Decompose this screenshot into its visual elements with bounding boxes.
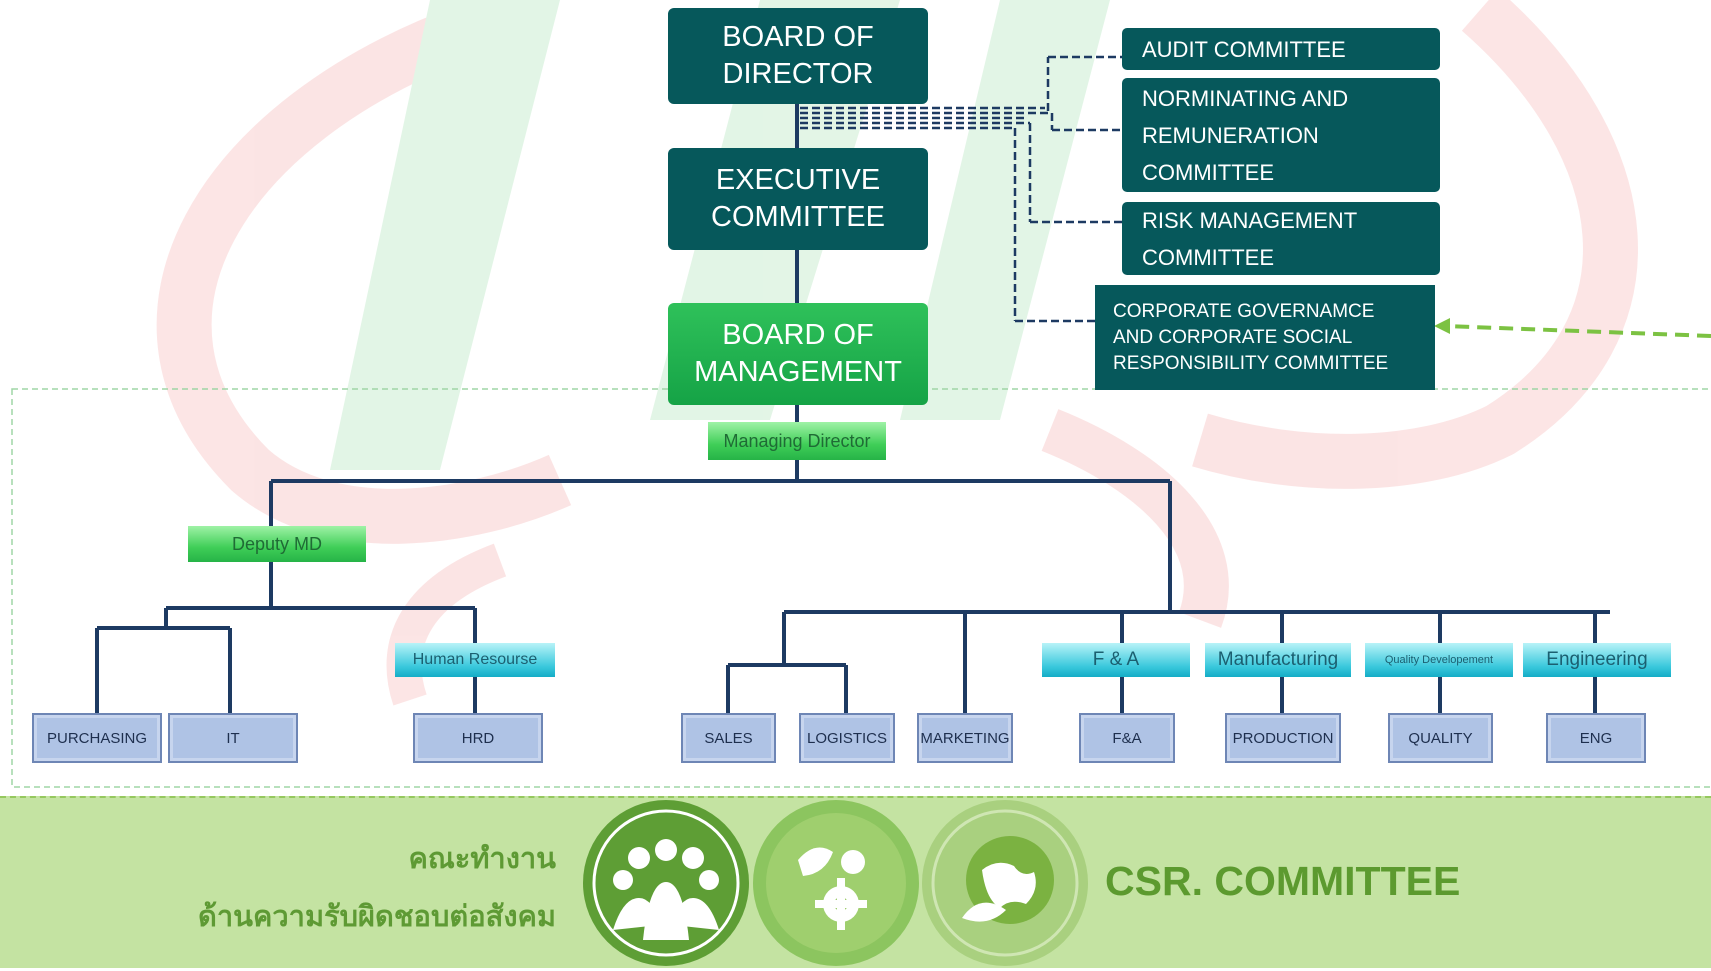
dept-eng[interactable]: ENG bbox=[1546, 713, 1646, 763]
nominating-committee-box[interactable]: NORMINATING AND REMUNERATION COMMITTEE bbox=[1122, 78, 1440, 192]
dept-marketing[interactable]: MARKETING bbox=[917, 713, 1013, 763]
csr-committee-title: CSR. COMMITTEE bbox=[1105, 858, 1461, 904]
fa-division-label[interactable]: F & A bbox=[1042, 643, 1190, 677]
manufacturing-label[interactable]: Manufacturing bbox=[1205, 643, 1351, 677]
dept-hrd[interactable]: HRD bbox=[413, 713, 543, 763]
people-icon bbox=[583, 800, 749, 966]
csr-thai-line2: ด้านความรับผิดชอบต่อสังคม bbox=[198, 899, 556, 933]
board-of-director-box[interactable]: BOARD OF DIRECTOR bbox=[668, 8, 928, 104]
board-of-management-box[interactable]: BOARD OF MANAGEMENT bbox=[668, 303, 928, 405]
engineering-label[interactable]: Engineering bbox=[1523, 643, 1671, 677]
executive-committee-box[interactable]: EXECUTIVE COMMITTEE bbox=[668, 148, 928, 250]
connector-lines bbox=[95, 104, 1610, 713]
committee-connectors bbox=[800, 55, 1122, 323]
highlight-arrow bbox=[1434, 318, 1711, 338]
human-resource-label[interactable]: Human Resourse bbox=[395, 643, 555, 677]
leaf-gear-icon bbox=[753, 800, 919, 966]
quality-development-label[interactable]: Quality Developement bbox=[1365, 643, 1513, 677]
deputy-md-label[interactable]: Deputy MD bbox=[188, 526, 366, 562]
dept-it[interactable]: IT bbox=[168, 713, 298, 763]
dept-purchasing[interactable]: PURCHASING bbox=[32, 713, 162, 763]
csr-thai-line1: คณะทำงาน bbox=[408, 841, 556, 875]
corporate-governance-committee-box[interactable]: CORPORATE GOVERNAMCE AND CORPORATE SOCIA… bbox=[1095, 285, 1435, 390]
dept-production[interactable]: PRODUCTION bbox=[1225, 713, 1341, 763]
dept-sales[interactable]: SALES bbox=[681, 713, 776, 763]
audit-committee-box[interactable]: AUDIT COMMITTEE bbox=[1122, 28, 1440, 70]
globe-leaf-icon bbox=[922, 800, 1088, 966]
risk-management-committee-box[interactable]: RISK MANAGEMENT COMMITTEE bbox=[1122, 202, 1440, 275]
managing-director-label[interactable]: Managing Director bbox=[708, 422, 886, 460]
dept-quality[interactable]: QUALITY bbox=[1388, 713, 1493, 763]
dept-fa[interactable]: F&A bbox=[1079, 713, 1175, 763]
dept-logistics[interactable]: LOGISTICS bbox=[799, 713, 895, 763]
